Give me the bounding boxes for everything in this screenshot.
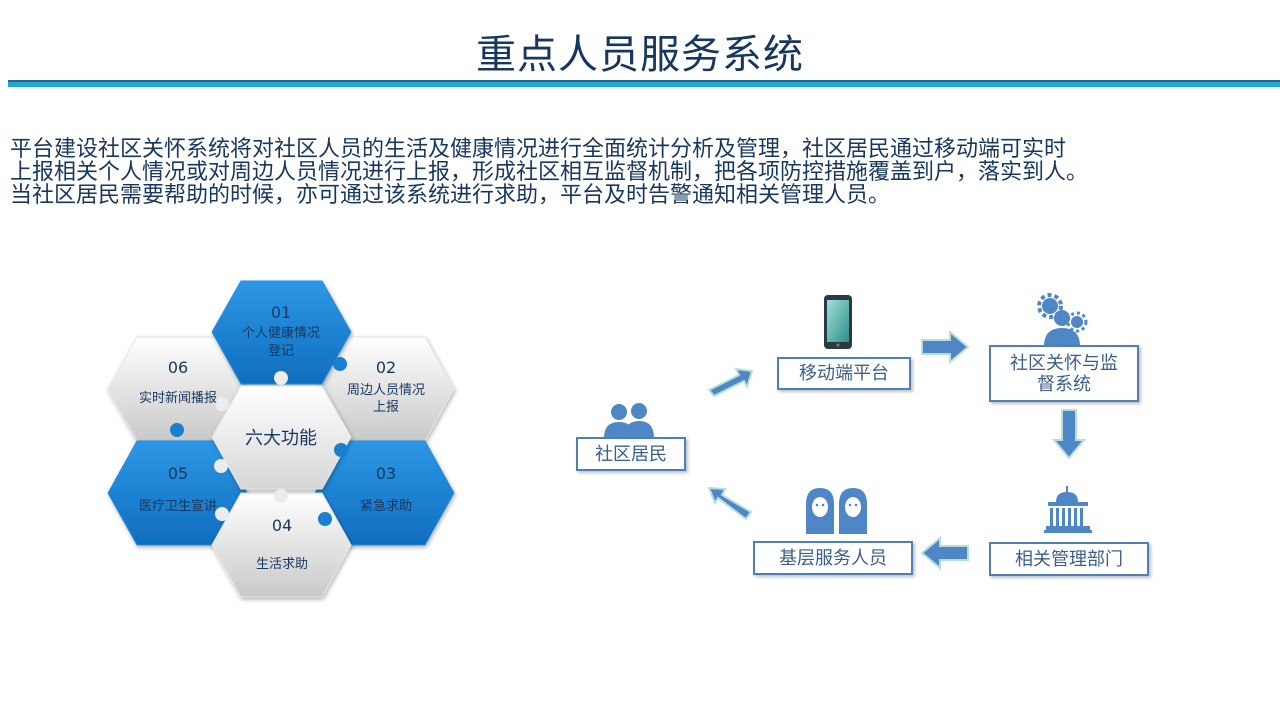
title-divider (8, 80, 1280, 82)
puzzle-knob (215, 507, 229, 521)
hex-04-label: 生活求助 (256, 557, 308, 572)
box-related-departments: 相关管理部门 (989, 542, 1149, 576)
puzzle-knob (274, 489, 288, 503)
hex-02-label: 上报 (373, 400, 399, 415)
arrow-departments-to-staff (920, 535, 969, 571)
government-building-icon (1044, 486, 1092, 533)
hex-03-label: 紧急求助 (360, 499, 412, 514)
arrow-staff-to-residents (707, 486, 753, 521)
hex-04 (211, 492, 352, 598)
intro-line: 平台建设社区关怀系统将对社区人员的生活及健康情况进行全面统计分析及管理，社区居民… (10, 137, 1067, 162)
arrow-residents-to-mobile (707, 367, 754, 398)
service-staff-icon (806, 488, 867, 534)
hex-06-number: 06 (168, 358, 188, 377)
hex-01-label: 个人健康情况 (242, 325, 320, 341)
gears-person-icon (1037, 293, 1088, 346)
care-system-line: 社区关怀与监 (1010, 352, 1118, 374)
title-divider-accent (8, 82, 1280, 87)
puzzle-knob (333, 357, 347, 371)
intro-line: 当社区居民需要帮助的时候，亦可通过该系统进行求助，平台及时告警通知相关管理人员。 (10, 183, 891, 208)
mobile-phone-icon (824, 295, 852, 349)
intro-line: 上报相关个人情况或对周边人员情况进行上报，形成社区相互监督机制，把各项防控措施覆… (10, 160, 1089, 185)
puzzle-knob (215, 397, 229, 411)
puzzle-knob (334, 443, 348, 457)
hex-02-number: 02 (376, 358, 396, 377)
box-community-residents: 社区居民 (576, 437, 686, 471)
care-system-line: 督系统 (1037, 373, 1091, 395)
hex-03-number: 03 (376, 464, 396, 483)
hex-04-number: 04 (272, 516, 292, 535)
puzzle-knob (274, 371, 288, 385)
residents-icon (604, 403, 654, 438)
hex-02-label: 周边人员情况 (347, 383, 425, 398)
hex-05-label: 医疗卫生宣讲 (139, 498, 217, 514)
arrow-mobile-to-care (921, 329, 970, 365)
puzzle-knob (214, 459, 228, 473)
box-grassroots-staff: 基层服务人员 (753, 541, 913, 575)
hex-center (211, 385, 352, 490)
box-community-care-system: 社区关怀与监 督系统 (989, 345, 1139, 402)
hex-05-number: 05 (168, 464, 188, 483)
hex-center-label: 六大功能 (245, 428, 317, 449)
page-title: 重点人员服务系统 (476, 32, 804, 78)
hex-01 (211, 280, 352, 385)
box-mobile-platform: 移动端平台 (777, 357, 911, 390)
puzzle-knob (318, 512, 332, 526)
hex-06-label: 实时新闻播报 (139, 390, 217, 406)
hex-01-label: 登记 (268, 344, 294, 359)
hex-01-number: 01 (271, 303, 291, 322)
intro-paragraph: 平台建设社区关怀系统将对社区人员的生活及健康情况进行全面统计分析及管理，社区居民… (10, 138, 1272, 207)
puzzle-knob (170, 423, 184, 437)
arrow-care-to-departments (1051, 409, 1087, 460)
